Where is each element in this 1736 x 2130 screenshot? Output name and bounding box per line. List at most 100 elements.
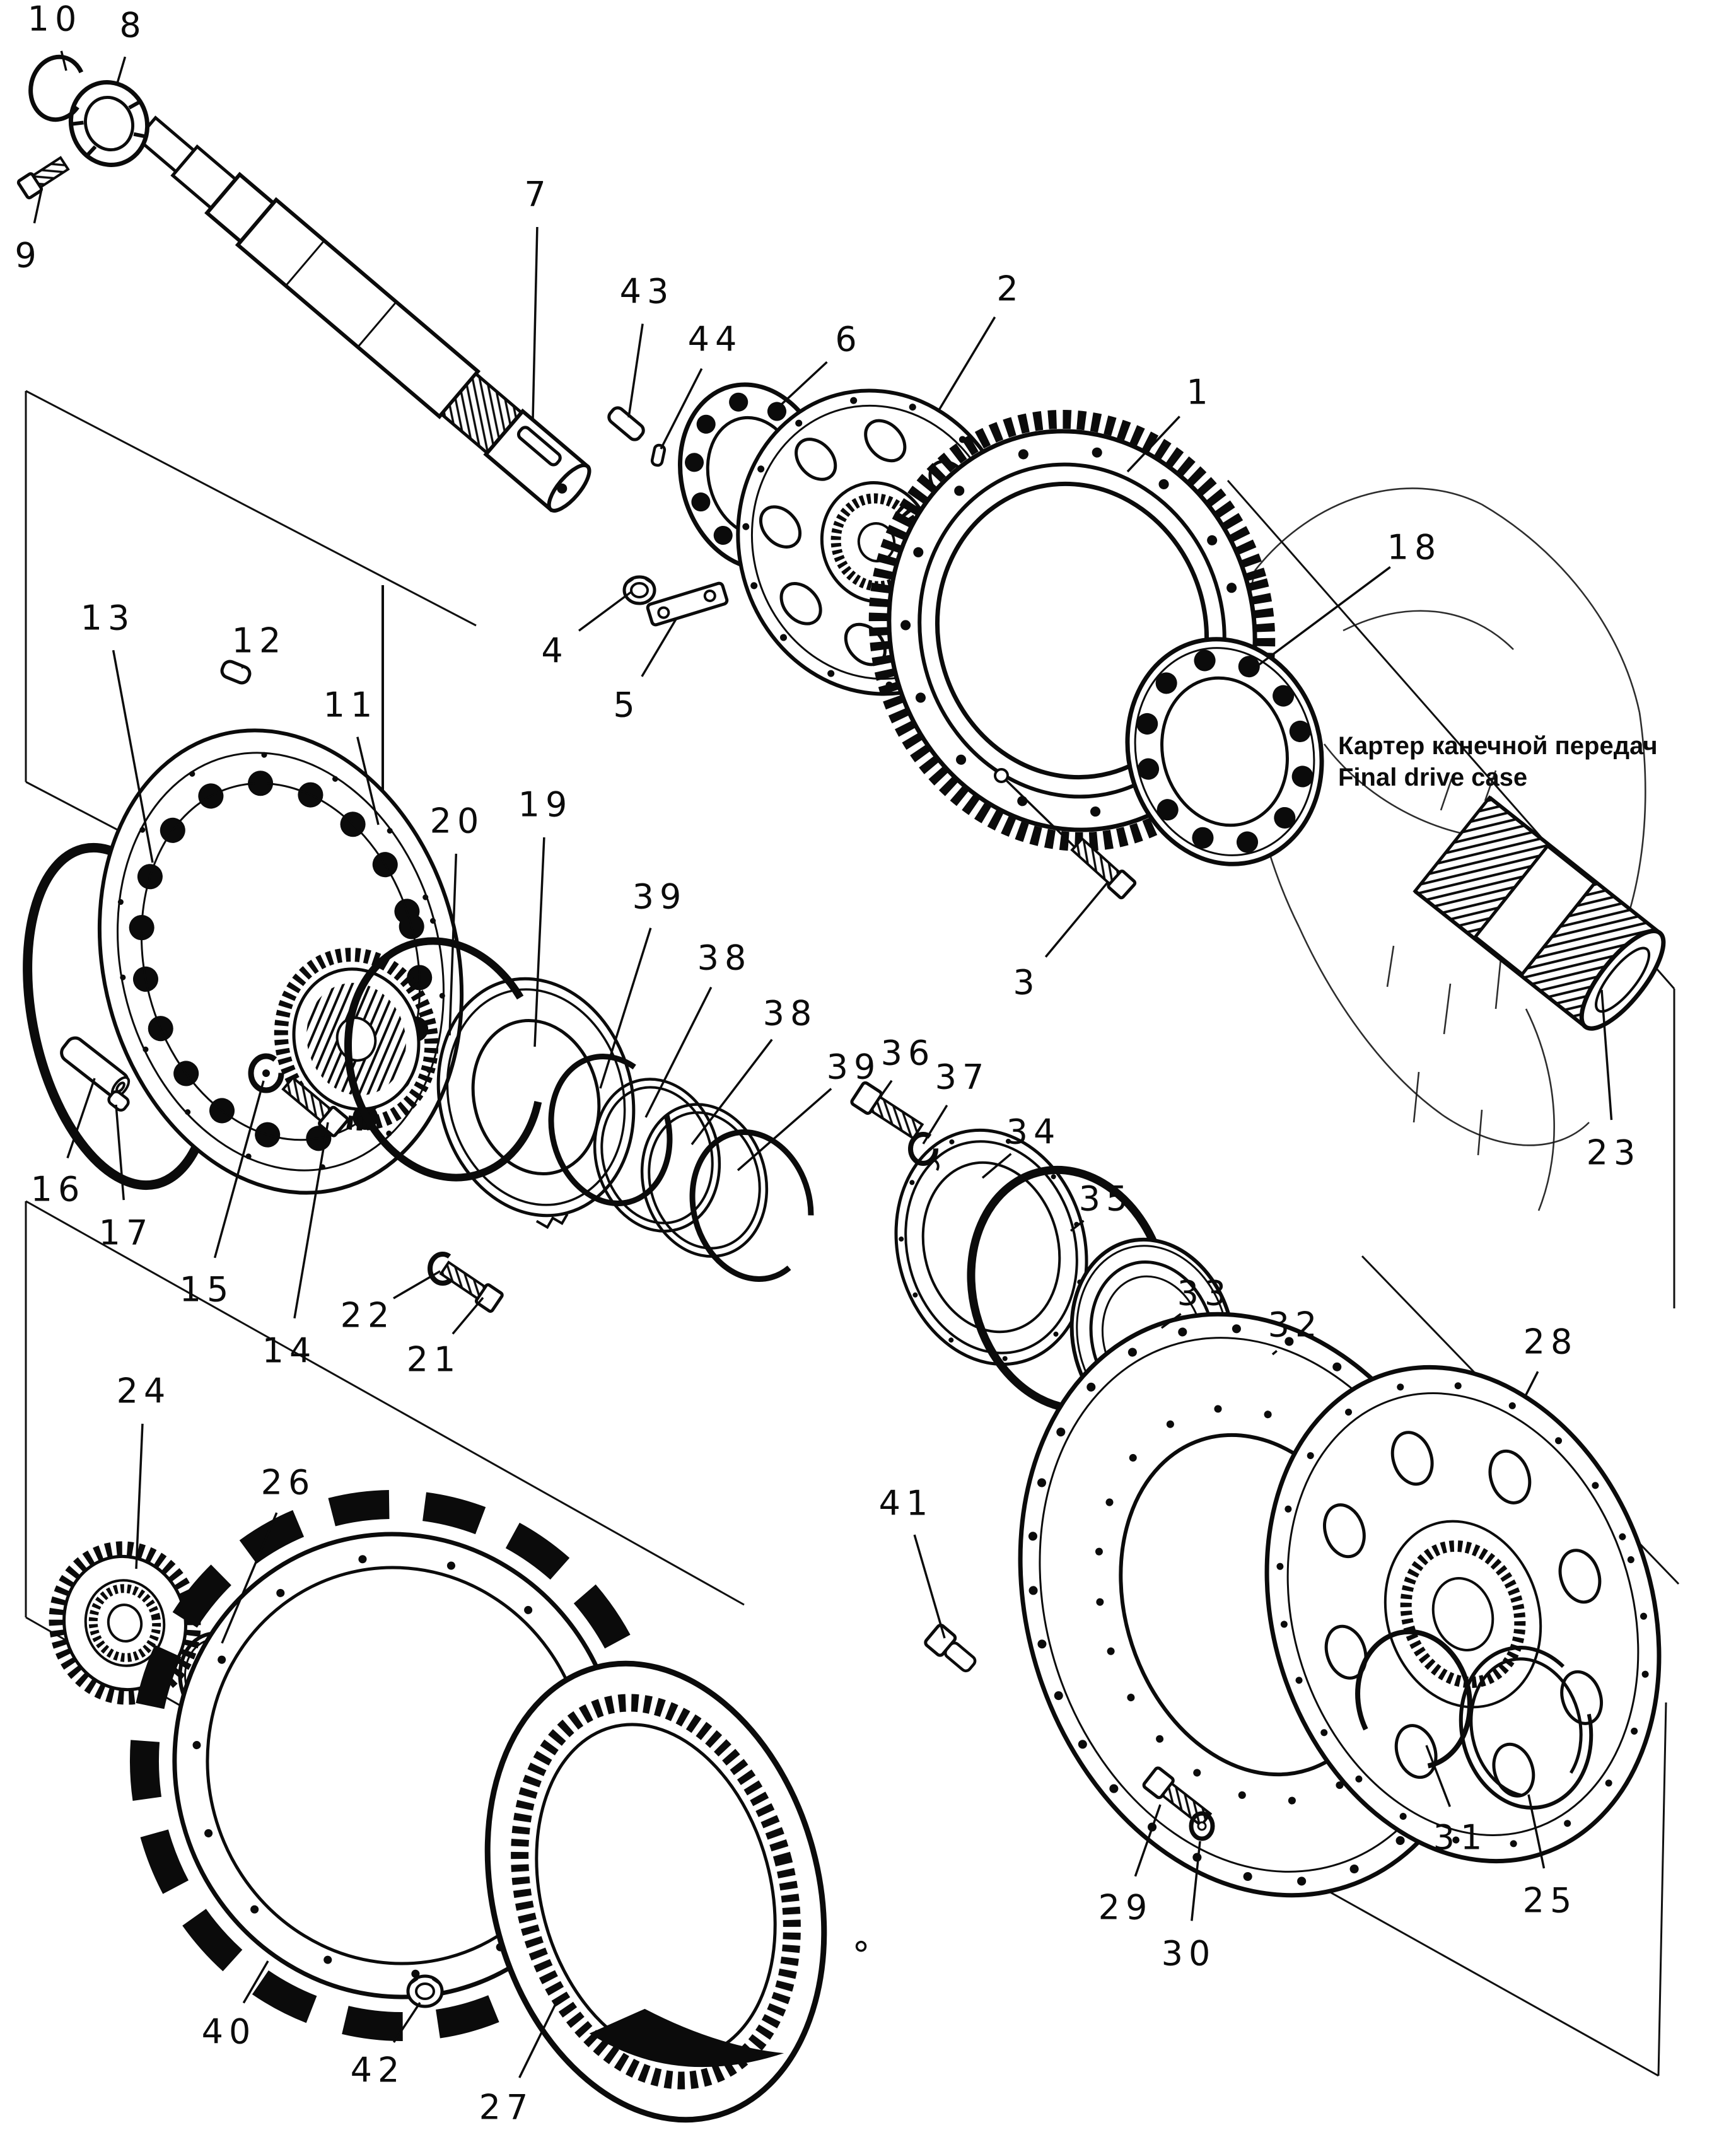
part-number-41: 41 xyxy=(879,1484,934,1523)
leader-line-20 xyxy=(448,853,458,1036)
part-number-17: 17 xyxy=(99,1213,154,1253)
leader-line-38 xyxy=(690,1039,773,1146)
leader-line-44 xyxy=(660,368,703,450)
part-number-40: 40 xyxy=(202,2012,257,2052)
part-number-8: 8 xyxy=(119,6,146,45)
leader-line-13 xyxy=(112,649,154,863)
part-number-35: 35 xyxy=(1079,1179,1134,1219)
leader-line-1 xyxy=(1126,416,1180,473)
part-axle-shaft xyxy=(135,115,591,513)
leader-line-34 xyxy=(981,1153,1012,1179)
leader-line-4 xyxy=(578,590,633,632)
caption-russian: Картер канечной передач xyxy=(1338,732,1658,760)
part-pin-44 xyxy=(650,443,667,467)
part-number-4: 4 xyxy=(541,631,568,671)
part-number-39: 39 xyxy=(827,1047,882,1087)
part-number-15: 15 xyxy=(180,1270,235,1310)
part-ring-19 xyxy=(436,977,636,1230)
part-bearing-18 xyxy=(1125,637,1324,866)
part-hub-flange-28 xyxy=(1264,1365,1662,1864)
leader-line-8 xyxy=(116,56,127,84)
part-number-21: 21 xyxy=(407,1340,462,1380)
leader-line-9 xyxy=(33,189,43,224)
part-snap-ring-39b xyxy=(689,1129,814,1282)
leader-line-42 xyxy=(393,2002,421,2043)
leader-line-30 xyxy=(1191,1841,1201,1921)
leader-line-37 xyxy=(922,1104,948,1144)
part-number-24: 24 xyxy=(117,1371,172,1411)
leader-line-35 xyxy=(1069,1219,1085,1232)
leader-line-36 xyxy=(875,1080,893,1103)
part-number-19: 19 xyxy=(518,785,573,825)
part-number-10: 10 xyxy=(28,0,83,39)
part-ring-gear-27 xyxy=(484,1660,867,2123)
part-bolt-36 xyxy=(850,1081,924,1140)
part-snap-ring-20 xyxy=(344,937,545,1182)
part-bolt-3 xyxy=(1070,837,1137,900)
leader-line-27 xyxy=(518,1999,559,2078)
part-number-9: 9 xyxy=(15,236,42,276)
part-key-43 xyxy=(607,406,645,441)
caption-english: Final drive case xyxy=(1338,764,1527,791)
leader-line-26 xyxy=(221,1512,278,1644)
leader-line-24 xyxy=(135,1423,144,1569)
leader-line-40 xyxy=(242,1960,269,2004)
part-number-3: 3 xyxy=(1013,963,1040,1003)
leader-line-16 xyxy=(66,1078,96,1159)
part-sun-pinion-boss xyxy=(274,948,439,1131)
part-washer-15 xyxy=(248,1053,284,1093)
part-number-39: 39 xyxy=(632,877,687,917)
leader-line-33 xyxy=(1160,1313,1182,1329)
leader-line-43 xyxy=(627,323,644,418)
part-number-25: 25 xyxy=(1523,1881,1578,1921)
leader-line-29 xyxy=(1134,1804,1162,1877)
part-number-26: 26 xyxy=(261,1463,316,1503)
part-number-12: 12 xyxy=(232,621,287,661)
part-number-36: 36 xyxy=(881,1033,936,1073)
part-number-16: 16 xyxy=(31,1170,86,1209)
leader-line-31 xyxy=(1425,1745,1451,1807)
part-snap-ring-13 xyxy=(23,842,217,1190)
leader-line-2 xyxy=(937,316,996,412)
part-number-43: 43 xyxy=(620,272,675,311)
part-bolt-9 xyxy=(16,156,70,200)
part-lock-strip-5 xyxy=(646,581,729,627)
part-ring-38a xyxy=(593,1078,721,1233)
leader-line-23 xyxy=(1600,989,1613,1120)
leader-line-5 xyxy=(641,619,677,677)
part-number-38: 38 xyxy=(697,938,752,978)
part-bolt-21 xyxy=(439,1260,504,1313)
leader-line-7 xyxy=(532,226,539,420)
part-number-37: 37 xyxy=(935,1057,990,1097)
leader-line-39 xyxy=(599,928,652,1089)
leader-line-3 xyxy=(1044,882,1109,958)
leader-line-39 xyxy=(737,1088,832,1172)
part-nut-42 xyxy=(406,1974,444,2008)
part-number-44: 44 xyxy=(688,320,743,359)
part-number-6: 6 xyxy=(835,320,862,359)
part-number-2: 2 xyxy=(996,269,1023,309)
part-number-27: 27 xyxy=(479,2088,534,2127)
leader-line-18 xyxy=(1246,566,1391,675)
part-number-29: 29 xyxy=(1098,1888,1153,1928)
part-lock-nut xyxy=(68,80,150,167)
part-snap-ring-25 xyxy=(1459,1646,1593,1810)
frame-line xyxy=(25,1200,745,1606)
part-number-22: 22 xyxy=(341,1296,395,1336)
leader-line-38 xyxy=(644,986,713,1118)
part-bolt-41 xyxy=(924,1624,977,1673)
frame-line xyxy=(25,390,477,627)
leader-line-11 xyxy=(356,736,380,825)
leader-line-14 xyxy=(293,1122,329,1319)
leader-line-12 xyxy=(241,666,244,669)
leader-line-41 xyxy=(913,1534,946,1639)
part-washer-30 xyxy=(1189,1811,1215,1841)
leader-line-25 xyxy=(1527,1794,1546,1869)
part-number-30: 30 xyxy=(1162,1934,1216,1974)
part-number-33: 33 xyxy=(1177,1274,1232,1313)
leader-line-19 xyxy=(533,837,545,1047)
part-number-38: 38 xyxy=(763,994,818,1033)
part-number-32: 32 xyxy=(1268,1305,1323,1345)
leader-line-10 xyxy=(60,50,67,71)
